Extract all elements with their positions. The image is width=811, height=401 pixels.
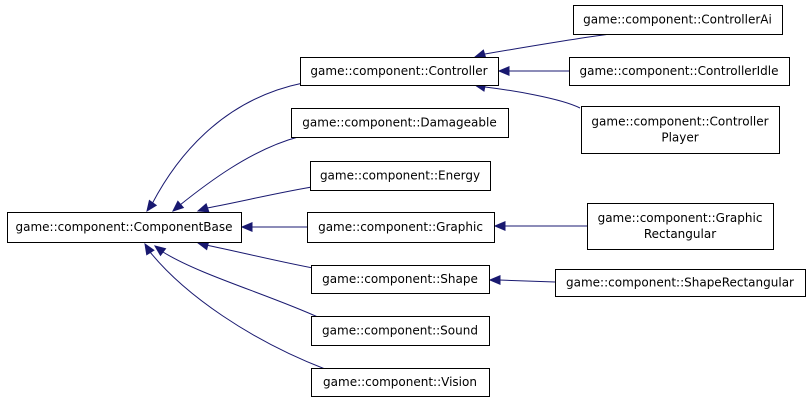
edge-line [149,251,326,370]
edge-graphic_rect-to-graphic [493,221,587,231]
class-node-sound[interactable]: game::component::Sound [311,316,490,346]
class-box [291,108,509,138]
class-node-base[interactable]: game::component::ComponentBase [7,212,242,243]
edge-ctrl_idle-to-controller [497,66,569,76]
class-node-ctrl-ai[interactable]: game::component::ControllerAi [573,5,783,35]
class-label: game::component::Controller [591,115,768,129]
class-label: game::component::ComponentBase [16,220,233,234]
arrowhead-icon [473,49,487,59]
class-label: game::component::ControllerAi [583,13,772,27]
class-node-ctrl-idle[interactable]: game::component::ControllerIdle [569,57,790,86]
class-box [573,5,783,35]
edge-line [205,244,319,270]
class-label: Player [661,131,698,145]
arrowhead-icon [240,222,253,232]
edge-line [206,185,319,209]
class-box [581,106,780,154]
class-node-shape-rect[interactable]: game::component::ShapeRectangular [555,269,806,297]
edge-shape-to-base [196,240,319,270]
arrowhead-icon [488,275,501,285]
arrowhead-icon [146,199,158,213]
class-box [569,57,790,86]
class-box [300,57,499,86]
class-label: game::component::Graphic [318,220,483,234]
class-label: game::component::Energy [320,169,480,183]
edge-ctrl_player-to-controller [473,82,581,109]
edge-line [179,136,299,206]
class-label: Rectangular [644,227,716,241]
nodes-layer: game::component::ComponentBasegame::comp… [7,5,806,397]
class-node-vision[interactable]: game::component::Vision [311,368,490,397]
edge-line [151,82,304,205]
class-box [307,212,495,243]
class-box [311,368,490,397]
class-node-controller[interactable]: game::component::Controller [300,57,499,86]
class-box [311,316,490,346]
arrowhead-icon [493,221,506,231]
class-label: game::component::Sound [322,324,478,338]
class-label: game::component::Shape [322,272,478,286]
edge-damageable-to-base [172,136,299,212]
class-label: game::component::Vision [323,375,477,389]
edge-vision-to-base [144,242,326,370]
arrowhead-icon [196,202,210,213]
edge-energy-to-base [196,185,319,213]
class-box [587,203,774,250]
class-label: game::component::Graphic [598,211,763,225]
edge-line [498,279,556,283]
class-box [555,269,806,297]
arrowhead-icon [497,66,510,76]
edge-graphic-to-base [240,222,307,232]
edge-line [162,251,321,319]
edge-line [484,86,581,109]
edge-shape_rect-to-shape [488,275,556,285]
class-box [311,265,490,294]
arrowhead-icon [172,200,185,212]
class-node-graphic[interactable]: game::component::Graphic [307,212,495,243]
arrowhead-icon [153,245,167,257]
edge-sound-to-base [153,245,321,319]
class-label: game::component::ControllerIdle [579,64,778,78]
edge-line [484,33,611,55]
class-label: game::component::Damageable [302,116,496,130]
class-node-shape[interactable]: game::component::Shape [311,265,490,294]
class-node-energy[interactable]: game::component::Energy [310,161,491,191]
class-box [310,161,491,191]
edges-layer [144,33,611,370]
class-node-damageable[interactable]: game::component::Damageable [291,108,509,138]
edge-controller-to-base [146,82,304,213]
edge-ctrl_ai-to-controller [473,33,611,59]
class-box [7,212,242,243]
class-label: game::component::ShapeRectangular [566,276,794,290]
class-label: game::component::Controller [310,64,487,78]
arrowhead-icon [144,242,155,256]
